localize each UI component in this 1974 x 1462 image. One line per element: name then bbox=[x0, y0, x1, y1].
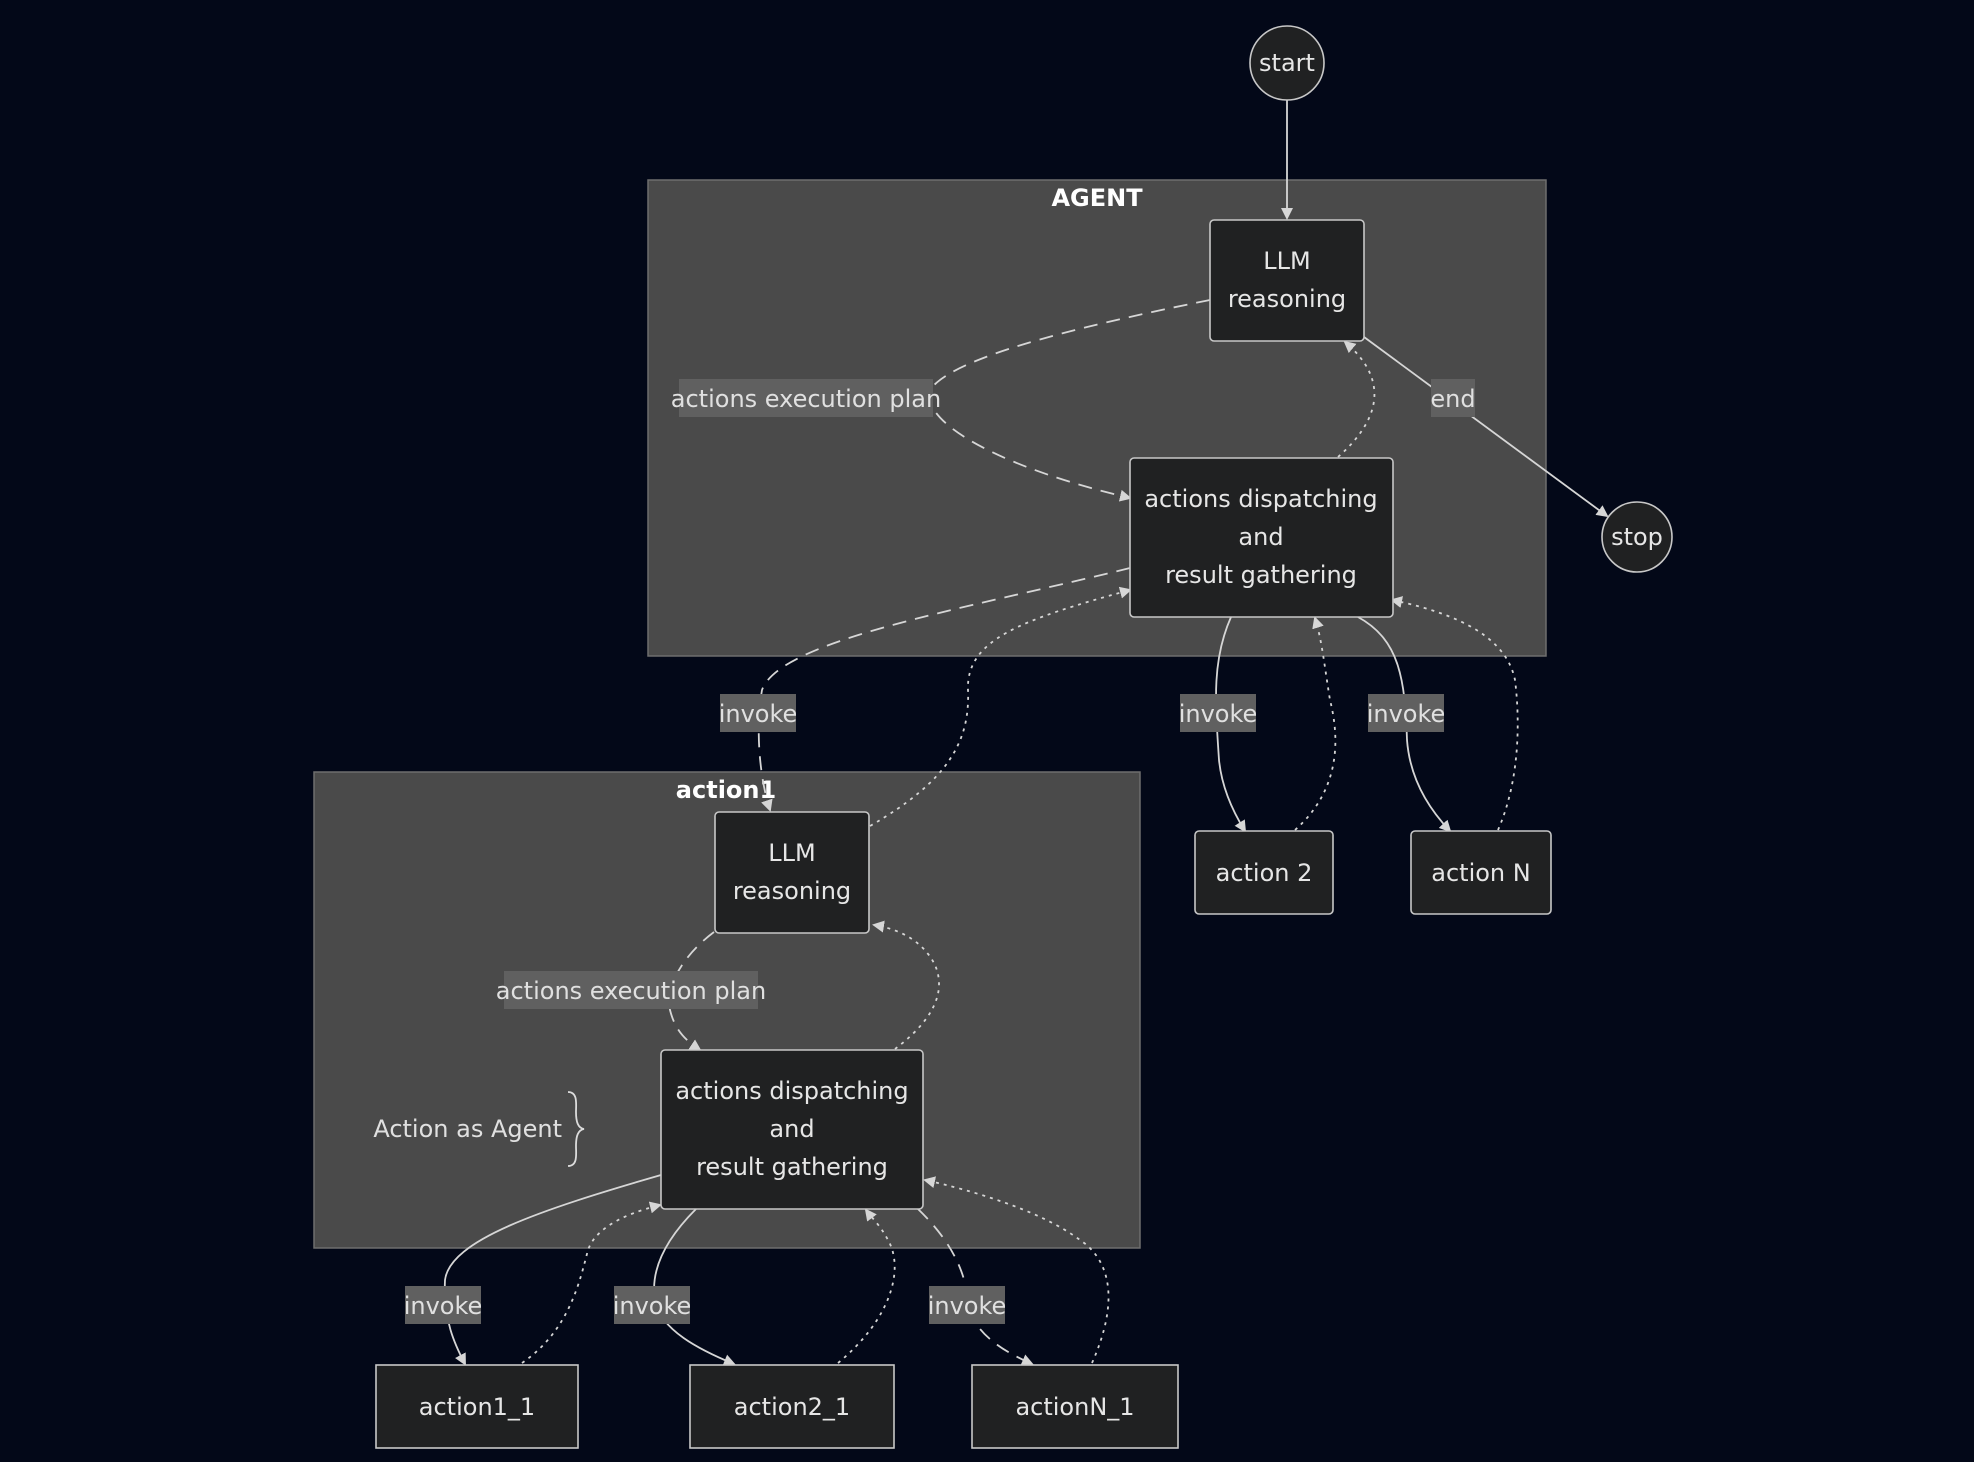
agent-cluster: AGENT bbox=[647, 179, 1547, 657]
actionN-node[interactable]: action N bbox=[1410, 830, 1552, 915]
svg-text:reasoning: reasoning bbox=[733, 877, 851, 905]
svg-text:result gathering: result gathering bbox=[696, 1153, 888, 1181]
edge-agent-dispatch-to-llm bbox=[1337, 340, 1376, 458]
a1-dispatch-node[interactable]: actions dispatching and result gathering bbox=[660, 1049, 924, 1210]
action2-node[interactable]: action 2 bbox=[1194, 830, 1334, 915]
action1-cluster-title: action1 bbox=[676, 776, 776, 804]
svg-text:and: and bbox=[769, 1115, 814, 1143]
svg-text:LLM: LLM bbox=[768, 839, 815, 867]
edges bbox=[443, 100, 1609, 1366]
edge-invoke-actionN-1 bbox=[917, 1208, 1034, 1366]
agent-llm-reasoning-node[interactable]: LLM reasoning bbox=[1209, 219, 1365, 342]
edge-a1-plan bbox=[668, 931, 715, 1052]
action2-1-node[interactable]: action2_1 bbox=[689, 1364, 895, 1449]
agent-dispatch-line-3: result gathering bbox=[1165, 561, 1357, 589]
action-as-agent-note: Action as Agent bbox=[373, 1091, 585, 1167]
edge-action2-return bbox=[1294, 616, 1337, 831]
edge-invoke-actionN bbox=[1357, 616, 1452, 833]
label-invoke-action1: invoke bbox=[719, 694, 798, 732]
action2-node-label: action 2 bbox=[1216, 859, 1313, 887]
start-node-label: start bbox=[1259, 49, 1315, 77]
edge-invoke-action1 bbox=[757, 567, 1131, 812]
a1-llm-line-1: LLM bbox=[768, 839, 815, 867]
stop-node[interactable]: stop bbox=[1601, 501, 1673, 573]
label-invoke-actionN-text: invoke bbox=[1367, 700, 1446, 728]
label-end-text: end bbox=[1430, 385, 1475, 413]
edge-invoke-action2 bbox=[1215, 616, 1247, 833]
agent-llm-line-1: LLM bbox=[1263, 247, 1310, 275]
label-invoke-action1-1-text: invoke bbox=[404, 1292, 483, 1320]
agent-dispatch-line-2: and bbox=[1238, 523, 1283, 551]
label-invoke-action2: invoke bbox=[1179, 694, 1258, 732]
label-invoke-action2-text: invoke bbox=[1179, 700, 1258, 728]
brace-icon bbox=[567, 1091, 585, 1167]
label-invoke-action1-text: invoke bbox=[719, 700, 798, 728]
nodes: start stop LLM reasoning actions dispatc… bbox=[375, 25, 1673, 1449]
action1-1-node[interactable]: action1_1 bbox=[375, 1364, 579, 1449]
action2-1-node-label: action2_1 bbox=[734, 1393, 850, 1421]
svg-text:LLM: LLM bbox=[1263, 247, 1310, 275]
label-invoke-actionN: invoke bbox=[1367, 694, 1446, 732]
edge-actionN-return bbox=[1390, 596, 1519, 831]
label-end: end bbox=[1430, 379, 1476, 417]
svg-text:and: and bbox=[1238, 523, 1283, 551]
a1-dispatch-line-3: result gathering bbox=[696, 1153, 888, 1181]
stop-node-label: stop bbox=[1611, 523, 1663, 551]
label-invoke-actionN-1: invoke bbox=[928, 1286, 1007, 1324]
label-invoke-action2-1-text: invoke bbox=[613, 1292, 692, 1320]
svg-text:actions dispatching: actions dispatching bbox=[675, 1077, 908, 1105]
edge-invoke-action1-1 bbox=[443, 1174, 662, 1366]
edge-action1-1-return bbox=[521, 1201, 662, 1364]
a1-llm-reasoning-node[interactable]: LLM reasoning bbox=[714, 811, 870, 934]
label-agent-plan-text: actions execution plan bbox=[671, 385, 941, 413]
edge-action2-1-return bbox=[837, 1208, 896, 1364]
edge-labels: actions execution plan end invoke invoke… bbox=[404, 379, 1476, 1324]
agent-llm-line-2: reasoning bbox=[1228, 285, 1346, 313]
a1-dispatch-line-1: actions dispatching bbox=[675, 1077, 908, 1105]
a1-dispatch-line-2: and bbox=[769, 1115, 814, 1143]
svg-text:reasoning: reasoning bbox=[1228, 285, 1346, 313]
svg-text:actions dispatching: actions dispatching bbox=[1144, 485, 1377, 513]
label-a1-plan: actions execution plan bbox=[496, 971, 766, 1009]
action-as-agent-note-text: Action as Agent bbox=[373, 1115, 562, 1143]
label-invoke-action1-1: invoke bbox=[404, 1286, 483, 1324]
actionN-node-label: action N bbox=[1431, 859, 1530, 887]
a1-llm-line-2: reasoning bbox=[733, 877, 851, 905]
agent-cluster-title: AGENT bbox=[1051, 184, 1143, 212]
edge-action1-return bbox=[869, 586, 1132, 827]
label-invoke-actionN-1-text: invoke bbox=[928, 1292, 1007, 1320]
actionN-1-node-label: actionN_1 bbox=[1015, 1393, 1134, 1421]
svg-text:result gathering: result gathering bbox=[1165, 561, 1357, 589]
edge-llm-to-stop bbox=[1363, 336, 1609, 518]
label-agent-plan: actions execution plan bbox=[671, 379, 941, 417]
label-a1-plan-text: actions execution plan bbox=[496, 977, 766, 1005]
edge-agent-plan bbox=[928, 299, 1211, 502]
agent-dispatch-line-1: actions dispatching bbox=[1144, 485, 1377, 513]
action1-1-node-label: action1_1 bbox=[419, 1393, 535, 1421]
actionN-1-node[interactable]: actionN_1 bbox=[971, 1364, 1179, 1449]
agent-dispatch-node[interactable]: actions dispatching and result gathering bbox=[1129, 457, 1394, 618]
start-node[interactable]: start bbox=[1249, 25, 1325, 101]
label-invoke-action2-1: invoke bbox=[613, 1286, 692, 1324]
